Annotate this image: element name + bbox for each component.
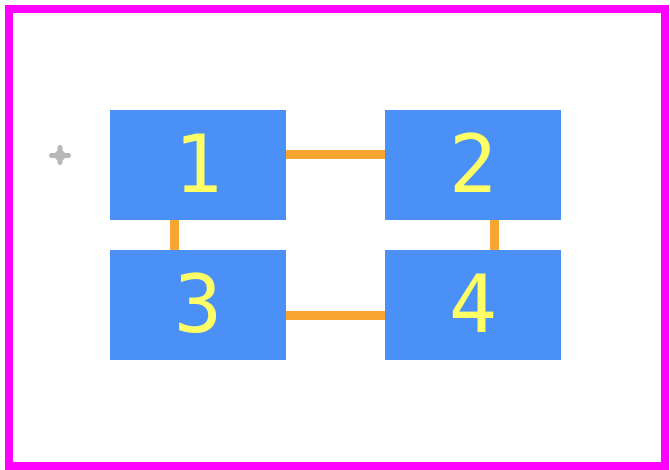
connection-pad-1-to-pad-3 [170,220,179,250]
pad-3-number: 3 [173,258,223,351]
pad-4[interactable]: 4 [385,250,561,360]
connection-pad-3-to-pad-4 [286,311,385,320]
pad-2-number: 2 [448,118,498,211]
pad-3[interactable]: 3 [110,250,286,360]
pad-1-number: 1 [173,118,223,211]
crosshair-origin-icon [49,145,71,165]
connection-pad-2-to-pad-4 [490,220,499,250]
pad-4-number: 4 [448,258,498,351]
courtyard-outline [5,5,669,470]
pad-1[interactable]: 1 [110,110,286,220]
connection-pad-1-to-pad-2 [286,150,385,159]
pad-2[interactable]: 2 [385,110,561,220]
